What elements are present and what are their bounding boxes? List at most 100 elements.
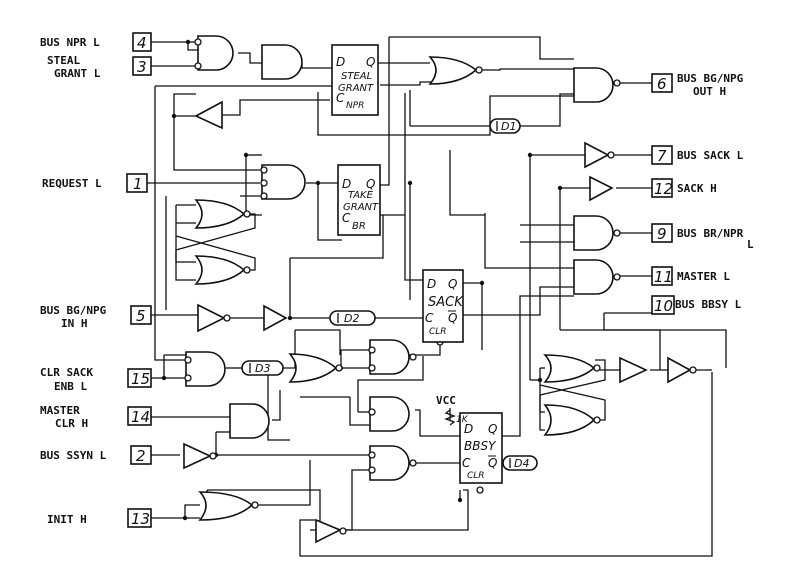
svg-text:L: L: [747, 238, 754, 251]
delay-d3: D3: [241, 360, 284, 376]
pin-master-l: 11 MASTER L: [651, 266, 730, 286]
and-gate-sack-in: [369, 339, 410, 375]
buffer-bbsy-1: [619, 356, 648, 384]
and-gate-mid: [369, 396, 410, 432]
and-gate-npr: [197, 35, 234, 71]
svg-text:5: 5: [136, 307, 146, 325]
svg-text:C: C: [462, 456, 471, 470]
svg-text:4: 4: [137, 34, 147, 52]
pin-request: REQUEST L 1: [42, 173, 148, 193]
pin-bus-bg-npg-in: BUS BG/NPG IN H 5: [40, 304, 152, 330]
pin-init: INIT H 13: [47, 508, 152, 528]
delay-d1: D1: [489, 118, 521, 134]
pin-bus-ssyn: BUS SSYN L 2: [40, 445, 152, 465]
or-gate-top: [428, 56, 478, 85]
or-gate-mid: [288, 353, 338, 383]
buffer-loop: [194, 100, 223, 130]
svg-text:Q: Q: [488, 422, 497, 436]
pin-bus-bg-npg-out: 6 BUS BG/NPG OUT H: [651, 72, 744, 98]
or-gate-r2: [543, 404, 596, 436]
svg-text:OUT H: OUT H: [693, 85, 726, 98]
svg-text:BBSY: BBSY: [464, 439, 497, 453]
svg-text:BUS NPR L: BUS NPR L: [40, 36, 100, 49]
pin-bus-br-npr: 9 BUS BR/NPR L: [651, 223, 754, 251]
gates: [183, 35, 697, 544]
flipflop-take-grant: D Q TAKE GRANT C BR: [337, 164, 381, 236]
svg-text:MASTER L: MASTER L: [677, 270, 730, 283]
delay-d2: D2: [329, 310, 376, 326]
svg-text:INIT H: INIT H: [47, 513, 87, 526]
svg-text:BR: BR: [352, 221, 366, 232]
svg-text:1K: 1K: [456, 415, 469, 425]
svg-text:13: 13: [131, 510, 150, 528]
pin-master-clr: MASTER CLR H 14: [40, 404, 152, 430]
svg-text:MASTER: MASTER: [40, 404, 80, 417]
buffer-ssyn: [183, 442, 212, 470]
svg-text:STEAL: STEAL: [341, 71, 372, 82]
svg-text:6: 6: [657, 75, 667, 93]
svg-text:D2: D2: [344, 312, 359, 325]
svg-text:D1: D1: [501, 120, 516, 133]
pin-steal-grant: STEAL GRANT L 3: [47, 54, 152, 80]
flipflop-bbsy: D Q BBSY C Q CLR: [459, 412, 503, 484]
pin-clr-sack-enb: CLR SACK ENB L 15: [40, 366, 152, 393]
vcc-pullup: VCC 1K: [436, 394, 469, 426]
svg-text:IN H: IN H: [61, 317, 88, 330]
pin-bus-npr: BUS NPR L 4: [40, 32, 152, 52]
svg-text:REQUEST L: REQUEST L: [42, 177, 102, 190]
svg-text:15: 15: [131, 370, 150, 388]
svg-text:D: D: [427, 277, 436, 291]
svg-text:D: D: [464, 422, 473, 436]
svg-text:C: C: [336, 91, 345, 105]
svg-text:STEAL: STEAL: [47, 54, 80, 67]
svg-text:C: C: [342, 211, 351, 225]
svg-text:BUS SACK L: BUS SACK L: [677, 149, 744, 162]
svg-text:Q: Q: [448, 311, 457, 325]
and-gate-out: [573, 67, 614, 103]
svg-text:BUS BBSY L: BUS BBSY L: [675, 298, 742, 311]
svg-text:CLR SACK: CLR SACK: [40, 366, 93, 379]
svg-text:D: D: [342, 177, 351, 191]
svg-text:Q: Q: [366, 177, 375, 191]
svg-text:1: 1: [133, 175, 143, 193]
svg-text:GRANT: GRANT: [343, 202, 379, 213]
buffer-init: [315, 518, 342, 544]
svg-text:BUS BR/NPR: BUS BR/NPR: [677, 227, 744, 240]
svg-text:Q: Q: [448, 277, 457, 291]
svg-text:C: C: [425, 311, 434, 325]
and-gate-bbsy: [369, 445, 410, 481]
svg-text:12: 12: [654, 180, 673, 198]
svg-text:GRANT: GRANT: [338, 83, 374, 94]
svg-text:ENB L: ENB L: [54, 380, 87, 393]
svg-text:14: 14: [131, 408, 150, 426]
svg-text:2: 2: [136, 447, 146, 465]
or-gate-latch1: [194, 199, 246, 229]
and-gate-master: [573, 259, 614, 295]
svg-text:9: 9: [657, 225, 667, 243]
flipflop-steal-grant: D Q STEAL GRANT C NPR: [331, 44, 379, 116]
and-gate-brnpr: [573, 215, 614, 251]
svg-text:11: 11: [654, 268, 673, 286]
svg-text:BUS SSYN L: BUS SSYN L: [40, 449, 107, 462]
svg-text:3: 3: [137, 58, 147, 76]
svg-text:BUS BG/NPG: BUS BG/NPG: [40, 304, 107, 317]
svg-text:GRANT L: GRANT L: [54, 67, 101, 80]
svg-text:TAKE: TAKE: [348, 190, 374, 201]
svg-text:D3: D3: [255, 362, 270, 375]
svg-text:SACK: SACK: [428, 295, 464, 310]
svg-text:VCC: VCC: [436, 394, 456, 407]
buffer-bbsy-2: [667, 356, 692, 384]
pin-bus-sack: 7 BUS SACK L: [651, 145, 744, 165]
buffer-bus-sack: [584, 141, 610, 169]
svg-text:D4: D4: [514, 457, 529, 470]
svg-text:CLR H: CLR H: [55, 417, 88, 430]
svg-text:NPR: NPR: [346, 101, 364, 111]
buffer-bgin-2: [263, 304, 288, 332]
svg-text:SACK H: SACK H: [677, 182, 717, 195]
buffer-sack-h: [589, 175, 614, 202]
svg-text:10: 10: [654, 297, 673, 315]
pin-bus-bbsy: 10 BUS BBSY L: [651, 295, 742, 315]
and-gate-request: [261, 164, 306, 200]
and-gate-masterclr: [229, 403, 270, 439]
